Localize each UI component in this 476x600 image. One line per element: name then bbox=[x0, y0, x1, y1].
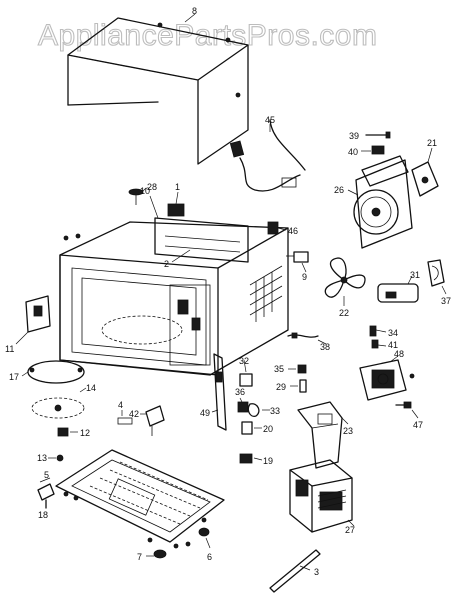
diode-41-part[interactable] bbox=[371, 339, 379, 349]
outer-cabinet-part[interactable] bbox=[67, 17, 249, 165]
callout-11: 11 bbox=[5, 344, 14, 354]
callout-12: 12 bbox=[80, 428, 90, 438]
callout-37: 37 bbox=[441, 296, 451, 306]
callout-7: 7 bbox=[137, 552, 142, 562]
callout-9: 9 bbox=[302, 272, 307, 282]
hv-capacitor-bracket-part[interactable] bbox=[359, 359, 407, 401]
power-cord-part[interactable] bbox=[229, 119, 306, 192]
fan-motor-assembly-part[interactable] bbox=[353, 155, 413, 249]
thermal-fuse-35-part[interactable] bbox=[297, 364, 307, 374]
callout-19: 19 bbox=[263, 456, 273, 466]
callout-4: 4 bbox=[118, 400, 123, 410]
waveguide-cover-part[interactable] bbox=[25, 295, 51, 333]
callout-28: 28 bbox=[147, 182, 157, 192]
callout-8: 8 bbox=[192, 6, 197, 16]
callout-23: 23 bbox=[343, 426, 353, 436]
screw-39-part[interactable] bbox=[365, 131, 391, 139]
callout-20: 20 bbox=[263, 424, 273, 434]
roller-guide-part[interactable] bbox=[31, 397, 85, 419]
callout-14: 14 bbox=[86, 383, 96, 393]
callout-47: 47 bbox=[413, 420, 423, 430]
oven-chassis-part[interactable] bbox=[59, 217, 289, 376]
callout-45: 45 bbox=[265, 115, 275, 125]
screw-part[interactable] bbox=[409, 373, 415, 379]
coupler-12-part[interactable] bbox=[57, 427, 69, 437]
switch-20-part[interactable] bbox=[241, 421, 253, 435]
switch-33-part[interactable] bbox=[247, 403, 260, 417]
capacitor-bracket-part[interactable] bbox=[427, 259, 445, 287]
callout-42: 42 bbox=[129, 409, 139, 419]
foot-7-part[interactable] bbox=[153, 549, 167, 559]
magnetron-part[interactable] bbox=[297, 401, 343, 469]
screw-47-part[interactable] bbox=[395, 401, 412, 409]
callout-29: 29 bbox=[276, 382, 286, 392]
foot-6-part[interactable] bbox=[198, 527, 210, 537]
switch-19-part[interactable] bbox=[239, 453, 253, 464]
callout-18: 18 bbox=[38, 510, 48, 520]
callout-49: 49 bbox=[200, 408, 210, 418]
wire-harness-38-part[interactable] bbox=[287, 332, 319, 339]
callout-26: 26 bbox=[334, 185, 344, 195]
fan-blade-part[interactable] bbox=[324, 257, 366, 298]
callout-34: 34 bbox=[388, 328, 398, 338]
callout-17: 17 bbox=[9, 372, 19, 382]
spring-40-part[interactable] bbox=[371, 145, 385, 155]
screw-34-part[interactable] bbox=[369, 325, 377, 337]
callout-2: 2 bbox=[164, 259, 169, 269]
latch-42-part[interactable] bbox=[145, 405, 165, 436]
callout-13: 13 bbox=[37, 453, 47, 463]
callout-40: 40 bbox=[348, 147, 358, 157]
callout-33: 33 bbox=[270, 406, 280, 416]
callout-31: 31 bbox=[410, 270, 420, 280]
callout-39: 39 bbox=[349, 131, 359, 141]
capacitor-part[interactable] bbox=[377, 283, 419, 303]
fuse-holder-part[interactable] bbox=[267, 221, 279, 235]
callout-3: 3 bbox=[314, 567, 319, 577]
base-plate-part[interactable] bbox=[55, 449, 225, 549]
latch-lever-49-part[interactable] bbox=[213, 353, 227, 431]
callout-48: 48 bbox=[394, 349, 404, 359]
callout-22: 22 bbox=[339, 308, 349, 318]
label-plate-part[interactable] bbox=[167, 203, 185, 217]
callout-41: 41 bbox=[388, 340, 398, 350]
callout-38: 38 bbox=[320, 342, 330, 352]
motor-bracket-part[interactable] bbox=[411, 161, 439, 197]
callout-1: 1 bbox=[175, 182, 180, 192]
callout-35: 35 bbox=[274, 364, 284, 374]
callout-10: 10 bbox=[140, 186, 150, 196]
switch-9-part[interactable] bbox=[286, 251, 309, 263]
callout-5: 5 bbox=[44, 470, 49, 480]
callout-21: 21 bbox=[427, 138, 437, 148]
fuse-29-part[interactable] bbox=[299, 379, 307, 393]
switch-36-part[interactable] bbox=[237, 401, 249, 413]
hv-transformer-part[interactable] bbox=[289, 459, 353, 533]
thermostat-part[interactable] bbox=[128, 188, 144, 205]
callout-6: 6 bbox=[207, 552, 212, 562]
roller-ring-part[interactable] bbox=[27, 360, 85, 384]
screw-13-part[interactable] bbox=[56, 454, 64, 462]
shaft-3-part[interactable] bbox=[269, 549, 321, 593]
callout-46: 46 bbox=[288, 226, 298, 236]
pin-4-part[interactable] bbox=[117, 417, 133, 425]
interlock-switch-32-part[interactable] bbox=[239, 373, 253, 387]
callout-27: 27 bbox=[345, 525, 355, 535]
callout-32: 32 bbox=[239, 356, 249, 366]
foot-18-part[interactable] bbox=[37, 483, 55, 509]
watermark-text: AppliancePartsPros.com bbox=[38, 19, 377, 52]
callout-36: 36 bbox=[235, 387, 245, 397]
